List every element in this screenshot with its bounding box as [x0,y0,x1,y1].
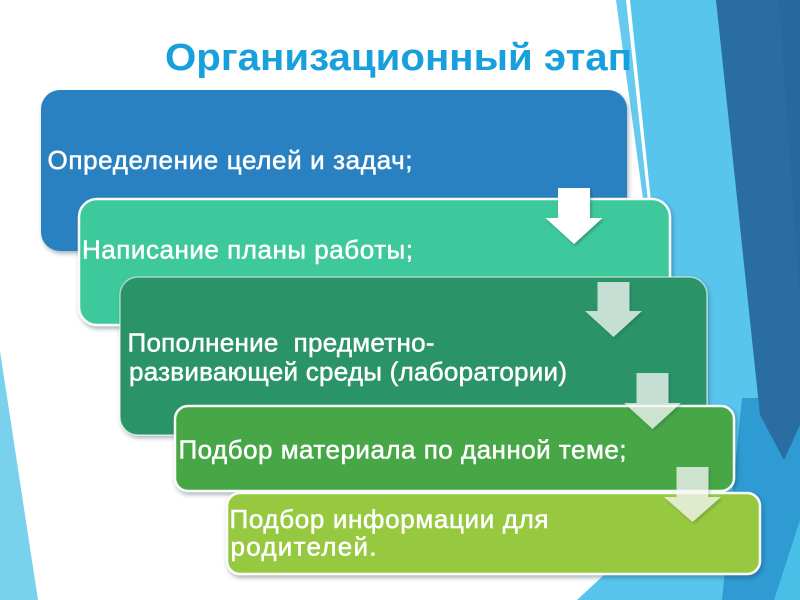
svg-text:Подбор информации для: Подбор информации для [230,504,549,534]
svg-text:родителей.: родителей. [231,532,377,562]
svg-text:развивающей среды (лаборатории: развивающей среды (лаборатории) [129,357,567,387]
svg-text:Определение целей и задач;: Определение целей и задач; [48,145,413,175]
svg-text:Написание планы работы;: Написание планы работы; [82,235,413,265]
svg-text:Организационный этап: Организационный этап [165,37,632,79]
svg-text:Подбор материала по данной тем: Подбор материала по данной теме; [179,435,627,465]
svg-text:Пополнение предметно-: Пополнение предметно- [128,328,435,358]
